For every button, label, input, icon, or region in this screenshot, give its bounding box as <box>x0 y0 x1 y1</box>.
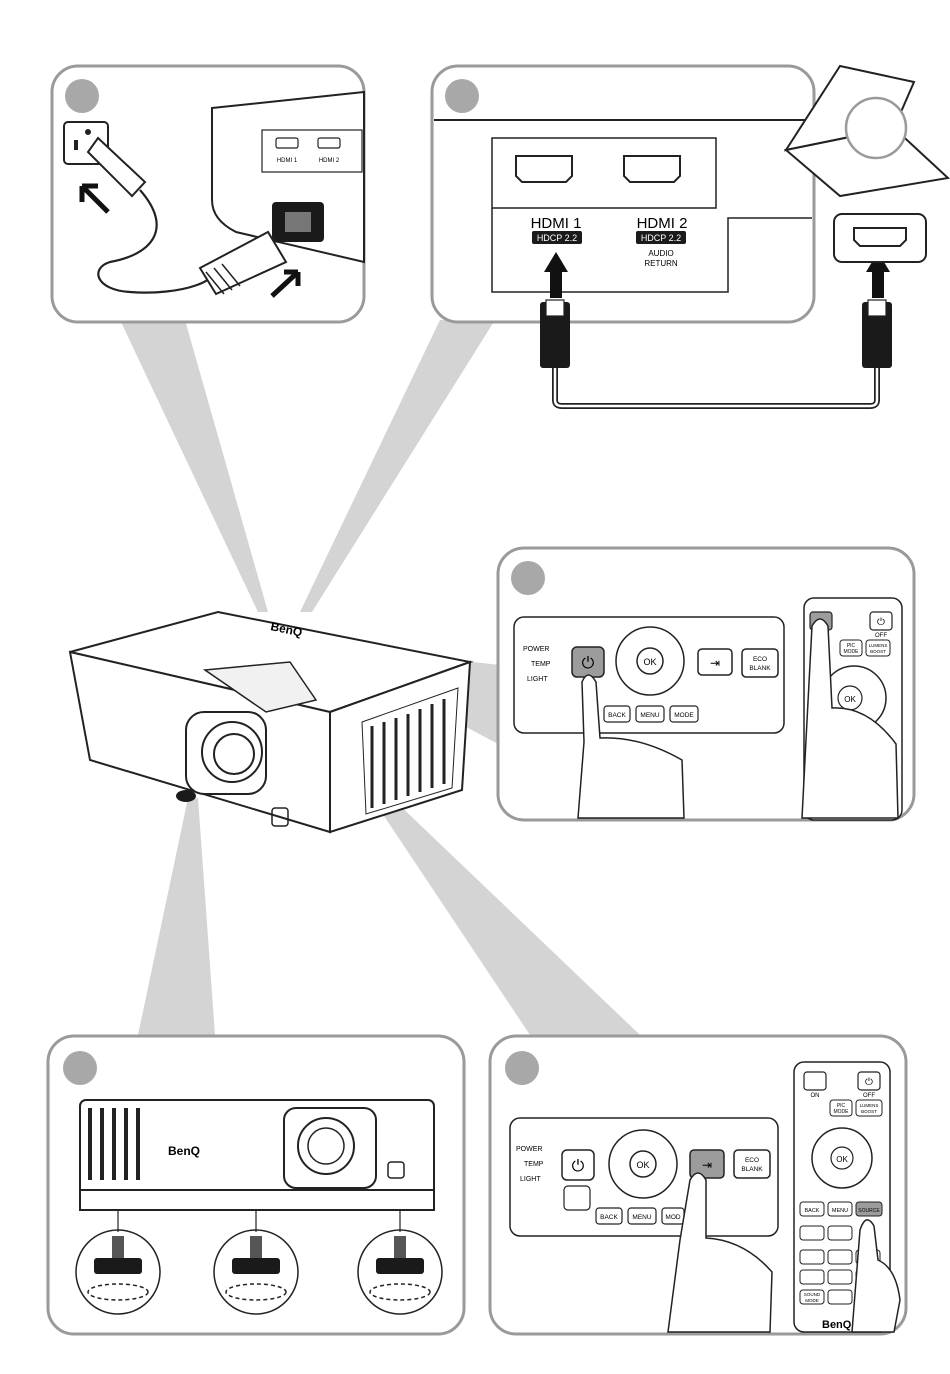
ac-inlet-socket <box>285 212 311 232</box>
remote5-on-label: ON <box>811 1093 820 1099</box>
hdmi1-label: HDMI 1 <box>531 215 582 232</box>
remote-off-icon: ⏻ <box>877 617 885 628</box>
foot-middle <box>232 1258 280 1274</box>
remote5-on-button[interactable] <box>804 1072 826 1090</box>
lens-inner <box>214 734 254 774</box>
screw-left <box>112 1236 124 1258</box>
step-dot-1 <box>65 79 99 113</box>
projector: BenQ <box>70 612 470 832</box>
kp-eco-label2: BLANK <box>749 665 771 672</box>
panel-source: POWER TEMP LIGHT ⏻ OK ⇥ ECO BLANK BACK M… <box>490 1036 906 1334</box>
panel-power: HDMI 1 HDMI 2 <box>52 66 364 322</box>
foot-left <box>94 1258 142 1274</box>
power-icon: ⏻ <box>582 655 595 672</box>
kp-eco-label1: ECO <box>753 656 767 663</box>
kp5-eco-label2: BLANK <box>741 1166 763 1173</box>
remote-pic-label2: MODE <box>844 649 860 655</box>
remote5-off-label: OFF <box>863 1093 875 1099</box>
remote5-back-label: BACK <box>805 1208 820 1214</box>
beam-feet <box>138 798 215 1035</box>
kp5-blank-key <box>564 1186 590 1210</box>
screw-middle <box>250 1236 262 1258</box>
return-label: RETURN <box>644 259 678 268</box>
hdmi-cable-inner <box>555 368 877 406</box>
mini-hdmi2-label: HDMI 2 <box>319 158 340 164</box>
screw-right <box>394 1236 406 1258</box>
kp5-back-label: BACK <box>600 1214 618 1221</box>
remote5-lumens-label2: BOOST <box>861 1109 877 1114</box>
hdmi-plug-left-tip <box>546 300 564 316</box>
projector-bottom-strip <box>80 1190 434 1210</box>
outlet-slot <box>74 140 78 150</box>
audio-label: AUDIO <box>648 249 673 258</box>
outlet-hole <box>85 129 91 135</box>
remote5-menu-label: MENU <box>832 1208 848 1214</box>
kp5-light-label: LIGHT <box>520 1176 541 1183</box>
panel-feet: BenQ <box>48 1036 464 1334</box>
front-lens-inner <box>308 1128 344 1164</box>
beam-hdmi <box>300 320 495 612</box>
remote5-sound-label1: SOUND <box>804 1292 821 1297</box>
kp5-power-label: POWER <box>516 1146 542 1153</box>
kp5-menu-label: MENU <box>632 1214 651 1221</box>
panel-hdmi: HDMI 1 HDMI 2 HDCP 2.2 HDCP 2.2 AUDIO RE… <box>432 66 948 406</box>
remote5-pic-label2: MODE <box>834 1109 850 1115</box>
remote-lumens-label2: BOOST <box>870 649 886 654</box>
front-foot <box>176 790 196 802</box>
remote5-lumens-label1: LUMENS <box>860 1103 879 1108</box>
remote-ok-label-3: OK <box>844 695 856 704</box>
hdmi2-label: HDMI 2 <box>637 215 688 232</box>
foot-right <box>376 1258 424 1274</box>
source-port-box <box>834 214 926 262</box>
panel-power-on: POWER TEMP LIGHT ⏻ OK ⇥ ECO BLANK BACK M… <box>498 548 914 820</box>
hdcp1-label: HDCP 2.2 <box>537 233 577 243</box>
remote5-off-icon: ⏻ <box>865 1077 873 1088</box>
kp-ok-label: OK <box>643 657 656 667</box>
kp5-ok-label: OK <box>636 1160 649 1170</box>
kp5-eco-label1: ECO <box>745 1157 759 1164</box>
remote-lumens-label1: LUMENS <box>869 643 888 648</box>
kp5-mode-label: MOD <box>665 1214 680 1221</box>
hdmi-cable <box>555 368 877 406</box>
hdmi-plug-right-tip <box>868 300 886 316</box>
kp-mode-label: MODE <box>674 712 694 719</box>
kp5-eco-button[interactable] <box>734 1150 770 1178</box>
projector-front-view <box>80 1100 434 1202</box>
step-dot-5 <box>505 1051 539 1085</box>
kp-menu-label: MENU <box>640 712 659 719</box>
kp-temp-label: TEMP <box>531 661 551 668</box>
step-dot-3 <box>511 561 545 595</box>
kp-power-label: POWER <box>523 646 549 653</box>
remote-off-label: OFF <box>875 633 887 639</box>
kp-eco-button[interactable] <box>742 649 778 677</box>
hdcp2-label: HDCP 2.2 <box>641 233 681 243</box>
kp-back-label: BACK <box>608 712 626 719</box>
mini-hdmi1-label: HDMI 1 <box>277 158 298 164</box>
kp-light-label: LIGHT <box>527 676 548 683</box>
remote5-brand: BenQ <box>822 1319 852 1331</box>
front-logo: BenQ <box>168 1144 200 1158</box>
step-dot-4 <box>63 1051 97 1085</box>
laptop-zoom <box>846 98 906 158</box>
source-icon: ⇥ <box>710 656 720 670</box>
kp5-temp-label: TEMP <box>524 1161 544 1168</box>
remote5-source-label: SOURCE <box>858 1208 880 1214</box>
step-dot-2 <box>445 79 479 113</box>
kp5-source-icon: ⇥ <box>702 1158 712 1172</box>
remote5-sound-label2: MODE <box>805 1298 819 1303</box>
panel-hdmi-frame <box>432 66 814 322</box>
remote5-ok-label: OK <box>836 1155 848 1164</box>
beam-source <box>370 795 640 1035</box>
kp5-power-icon: ⏻ <box>572 1158 585 1175</box>
beam-power <box>120 320 268 612</box>
